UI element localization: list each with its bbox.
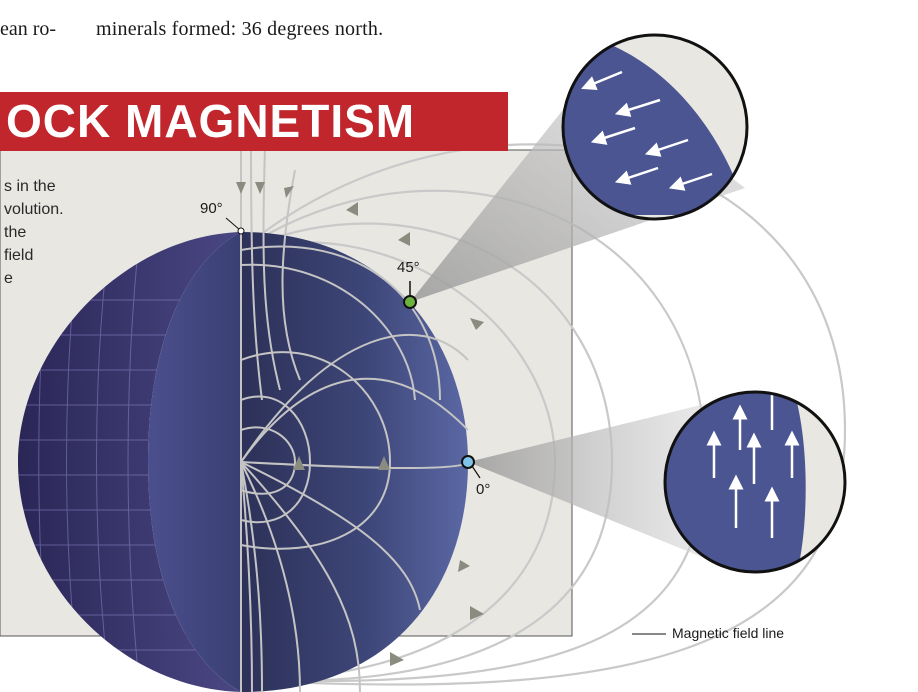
marker-0-dot — [461, 455, 481, 479]
caption-text: s in the volution. the field e — [4, 175, 64, 290]
body-text-left-fragment: ean ro- — [0, 18, 57, 40]
caption-line: volution. — [4, 201, 64, 218]
globe-cut-face — [241, 232, 468, 692]
field-lines-inner — [240, 144, 471, 692]
globe-shell — [18, 232, 241, 692]
inset-cone-0 — [468, 403, 709, 560]
caption-line: field — [4, 247, 34, 264]
field-direction-arrows — [236, 182, 484, 666]
latitude-label-90: 90° — [200, 200, 223, 217]
latitude-label-45: 45° — [397, 259, 420, 276]
banner-title: OCK MAGNETISM — [6, 95, 416, 147]
marker-45-dot — [403, 281, 417, 309]
inset-45-inclined-arrows — [561, 33, 749, 221]
caption-line: the — [4, 224, 27, 241]
inset-0-vertical-arrows — [663, 390, 847, 574]
body-text-right-line: minerals formed: 36 degrees north. — [96, 18, 384, 40]
title-banner — [0, 92, 508, 151]
marker-90-leader — [225, 217, 245, 235]
caption-line: s in the — [4, 178, 56, 195]
magnetic-field-line-label: Magnetic field line — [672, 625, 785, 641]
caption-line: e — [4, 270, 13, 287]
latitude-label-0: 0° — [476, 481, 491, 498]
